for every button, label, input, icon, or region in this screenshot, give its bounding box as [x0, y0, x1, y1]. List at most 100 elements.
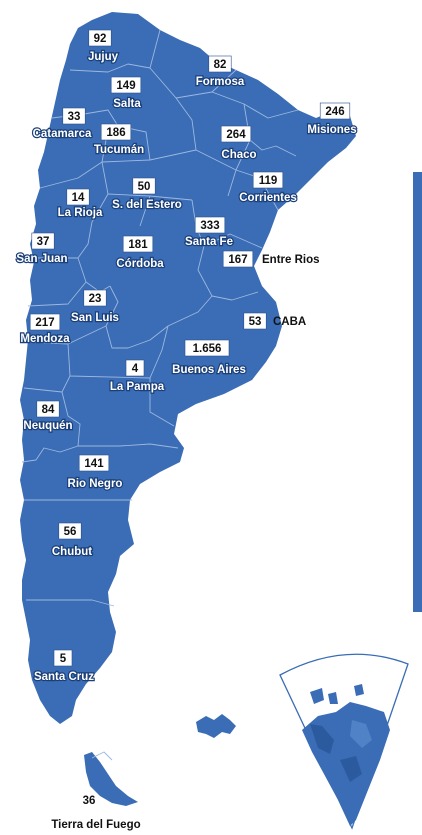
value-box-mendoza	[29, 313, 61, 331]
name-la-rioja: La Rioja	[58, 207, 103, 219]
value-box-santiago-del-estero	[132, 177, 156, 195]
name-la-pampa: La Pampa	[110, 381, 165, 393]
value-formosa: 82	[214, 59, 227, 71]
value-rio-negro: 141	[84, 458, 104, 470]
name-santa-fe: Santa Fe	[185, 236, 233, 248]
province-la-pampa: 4 La Pampa	[109, 359, 166, 394]
name-san-luis: San Luis	[71, 312, 119, 324]
value-misiones: 246	[325, 106, 344, 118]
value-jujuy: 92	[94, 33, 107, 45]
antarctic-inset	[279, 653, 409, 830]
value-santa-fe: 333	[200, 220, 219, 232]
value-buenos-aires: 1.656	[193, 343, 222, 355]
name-salta: Salta	[113, 98, 141, 110]
value-box-catamarca	[62, 107, 86, 125]
name-catamarca: Catamarca	[33, 128, 92, 140]
value-caba: 53	[249, 316, 262, 328]
value-box-san-luis	[83, 289, 107, 307]
value-box-rio-negro	[78, 454, 110, 472]
value-box-formosa	[208, 55, 232, 73]
value-box-la-rioja	[66, 188, 90, 206]
name-corrientes: Corrientes	[239, 192, 297, 204]
value-box-chubut	[58, 522, 82, 540]
name-entre-rios: Entre Rios	[262, 254, 320, 266]
value-box-jujuy	[88, 29, 112, 47]
name-cordoba: Córdoba	[116, 258, 164, 270]
value-box-corrientes	[252, 171, 284, 189]
name-mendoza: Mendoza	[20, 333, 70, 345]
name-neuquen: Neuquén	[23, 420, 72, 432]
name-chubut: Chubut	[52, 546, 92, 558]
value-chaco: 264	[226, 129, 246, 141]
name-santiago-del-estero: S. del Estero	[112, 199, 182, 211]
value-la-pampa: 4	[132, 363, 139, 375]
value-box-cordoba	[122, 235, 154, 253]
value-box-misiones	[319, 102, 351, 120]
value-box-tucuman	[100, 123, 132, 141]
value-box-buenos-aires	[184, 339, 230, 357]
name-san-juan: San Juan	[16, 253, 67, 265]
name-chaco: Chaco	[221, 149, 256, 161]
value-box-caba	[243, 312, 267, 330]
name-buenos-aires: Buenos Aires	[172, 364, 246, 376]
name-rio-negro: Rio Negro	[68, 478, 123, 490]
name-caba: CABA	[273, 316, 306, 328]
name-formosa: Formosa	[196, 76, 245, 88]
value-box-san-juan	[31, 232, 55, 250]
province-santiago-del-estero: 50 S. del Estero	[111, 177, 183, 212]
value-box-la-pampa	[125, 359, 145, 377]
name-jujuy: Jujuy	[88, 51, 119, 63]
name-tucuman: Tucumán	[94, 144, 144, 156]
tierra-del-fuego-island	[84, 752, 138, 806]
value-corrientes: 119	[259, 175, 278, 187]
province-caba: 53 CABA	[243, 312, 306, 330]
value-san-juan: 37	[37, 236, 50, 248]
value-santa-cruz: 5	[60, 653, 67, 665]
province-entre-rios: 167 Entre Rios	[222, 250, 320, 268]
value-entre-rios: 167	[228, 254, 247, 266]
name-misiones: Misiones	[307, 124, 356, 136]
value-salta: 149	[116, 80, 135, 92]
value-box-salta	[110, 76, 142, 94]
value-box-chaco	[220, 125, 252, 143]
value-box-entre-rios	[222, 250, 254, 268]
value-san-luis: 23	[89, 293, 102, 305]
value-catamarca: 33	[68, 111, 81, 123]
value-cordoba: 181	[128, 239, 148, 251]
value-box-santa-fe	[194, 216, 226, 234]
name-tierra-del-fuego: Tierra del Fuego	[51, 819, 140, 831]
value-tierra-del-fuego: 36	[83, 795, 96, 807]
value-box-santa-cruz	[53, 649, 73, 667]
value-box-neuquen	[36, 400, 60, 418]
value-tucuman: 186	[106, 127, 125, 139]
value-santiago-del-estero: 50	[138, 181, 151, 193]
value-mendoza: 217	[35, 317, 54, 329]
mainland-shape	[20, 12, 356, 724]
malvinas-islands	[196, 714, 236, 738]
legend-bar	[413, 172, 422, 612]
name-santa-cruz: Santa Cruz	[34, 671, 94, 683]
